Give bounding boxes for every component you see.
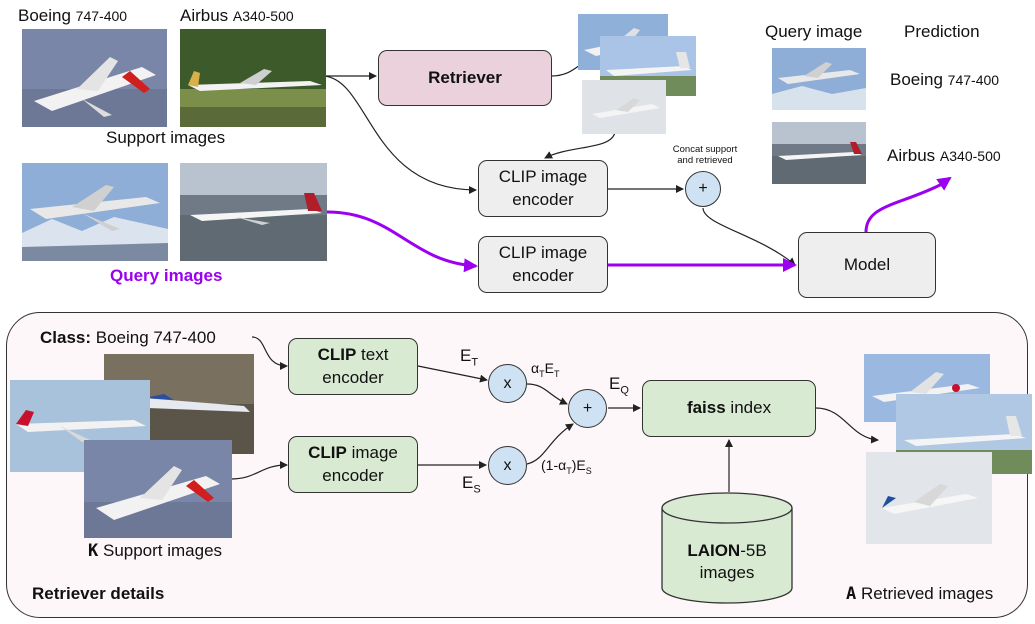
airplane-photo-icon xyxy=(22,163,168,261)
arrow-support-to-encoder xyxy=(323,75,477,194)
retriever-box: Retriever xyxy=(378,50,552,106)
multiply-operator-image: x xyxy=(488,446,527,485)
airplane-photo-icon xyxy=(180,29,326,127)
laion-label: LAION-5B images xyxy=(687,541,767,583)
support-images-caption: Support images xyxy=(106,128,226,147)
laion-database-cylinder xyxy=(661,492,793,604)
concat-plus-operator: + xyxy=(685,171,721,207)
airplane-photo-icon xyxy=(22,29,167,127)
arrow-concat-to-model xyxy=(702,207,796,266)
prediction-airbus: Airbus A340-500 xyxy=(887,146,1001,165)
airplane-photo-icon xyxy=(772,122,866,184)
support-label-airbus: Airbus A340-500 xyxy=(180,6,294,25)
airplane-photo-icon xyxy=(84,440,232,538)
airplane-photo-icon xyxy=(582,80,666,134)
airplane-photo-icon xyxy=(772,48,866,110)
arrow-text-encoder-to-mult xyxy=(417,365,488,383)
arrow-model-to-prediction xyxy=(864,176,952,233)
airplane-photo-icon xyxy=(866,452,992,544)
prediction-header: Prediction xyxy=(904,22,980,41)
query-image-airbus xyxy=(180,163,327,261)
arrow-query-to-encoder xyxy=(326,210,478,273)
arrow-mult-to-sum-bottom xyxy=(526,423,574,465)
multiply-operator-text: x xyxy=(488,364,527,403)
query-image-boeing xyxy=(22,163,168,261)
k-support-image-front xyxy=(84,440,232,538)
label-e-s: ES xyxy=(462,473,481,496)
retrieved-image-3 xyxy=(582,80,666,134)
prediction-query-image-1 xyxy=(772,48,866,110)
arrow-faiss-to-retrieved xyxy=(815,407,879,444)
retriever-details-title: Retriever details xyxy=(32,584,165,603)
support-image-boeing xyxy=(22,29,167,127)
arrow-class-to-text-encoder xyxy=(251,336,288,370)
query-image-header: Query image xyxy=(765,22,863,41)
label-e-q: EQ xyxy=(609,374,629,397)
arrow-mult-to-sum-top xyxy=(526,383,568,405)
arrow-images-to-image-encoder xyxy=(229,461,288,480)
k-support-caption: K Support images xyxy=(88,541,223,561)
query-images-caption: Query images xyxy=(110,266,223,285)
label-one-minus-alpha-e-s: (1-αT)ES xyxy=(541,457,592,476)
support-label-boeing: Boeing 747-400 xyxy=(18,6,128,25)
arrow-retrieved-to-encoder xyxy=(544,131,616,159)
model-box: Model xyxy=(798,232,936,298)
retrieved-image-bottom-3 xyxy=(866,452,992,544)
faiss-index-box: faiss index xyxy=(642,380,816,437)
prediction-boeing: Boeing 747-400 xyxy=(890,70,1000,89)
label-alpha-e-t: αTET xyxy=(531,360,560,379)
class-label: Class: Boeing 747-400 xyxy=(40,328,216,347)
label-e-t: ET xyxy=(460,346,479,369)
support-image-airbus xyxy=(180,29,326,127)
airplane-photo-icon xyxy=(180,163,327,261)
a-retrieved-caption: A Retrieved images xyxy=(846,584,994,604)
retriever-label: Retriever xyxy=(428,67,502,87)
sum-operator: + xyxy=(568,389,607,428)
prediction-query-image-2 xyxy=(772,122,866,184)
